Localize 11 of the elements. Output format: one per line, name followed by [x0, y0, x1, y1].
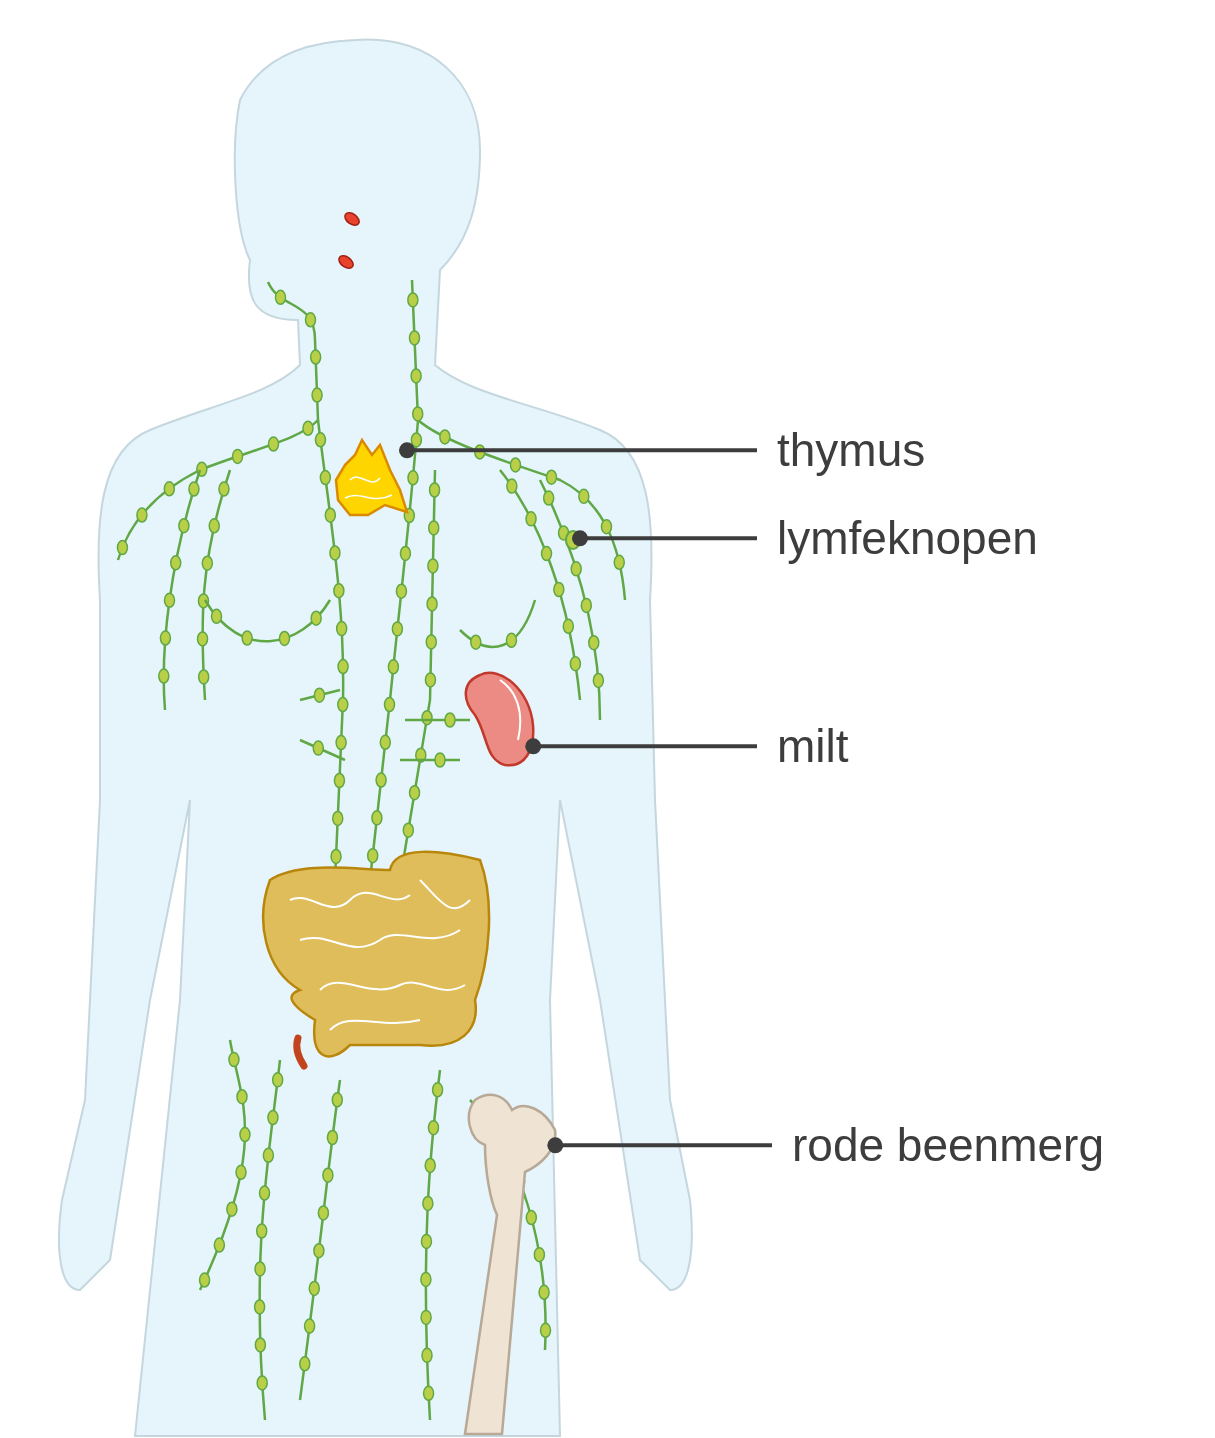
leader-line [572, 530, 757, 547]
leader-line [525, 738, 757, 755]
leader-line [547, 1137, 772, 1154]
part-label: rode beenmerg [792, 1120, 1104, 1171]
leader-line [399, 442, 757, 459]
femur-drawing [463, 1093, 557, 1436]
part-label: lymfeknopen [777, 513, 1038, 564]
spleen-drawing [464, 671, 535, 767]
part-label: milt [777, 721, 849, 772]
part-label: thymus [777, 425, 926, 476]
thymus-drawing [334, 437, 409, 517]
